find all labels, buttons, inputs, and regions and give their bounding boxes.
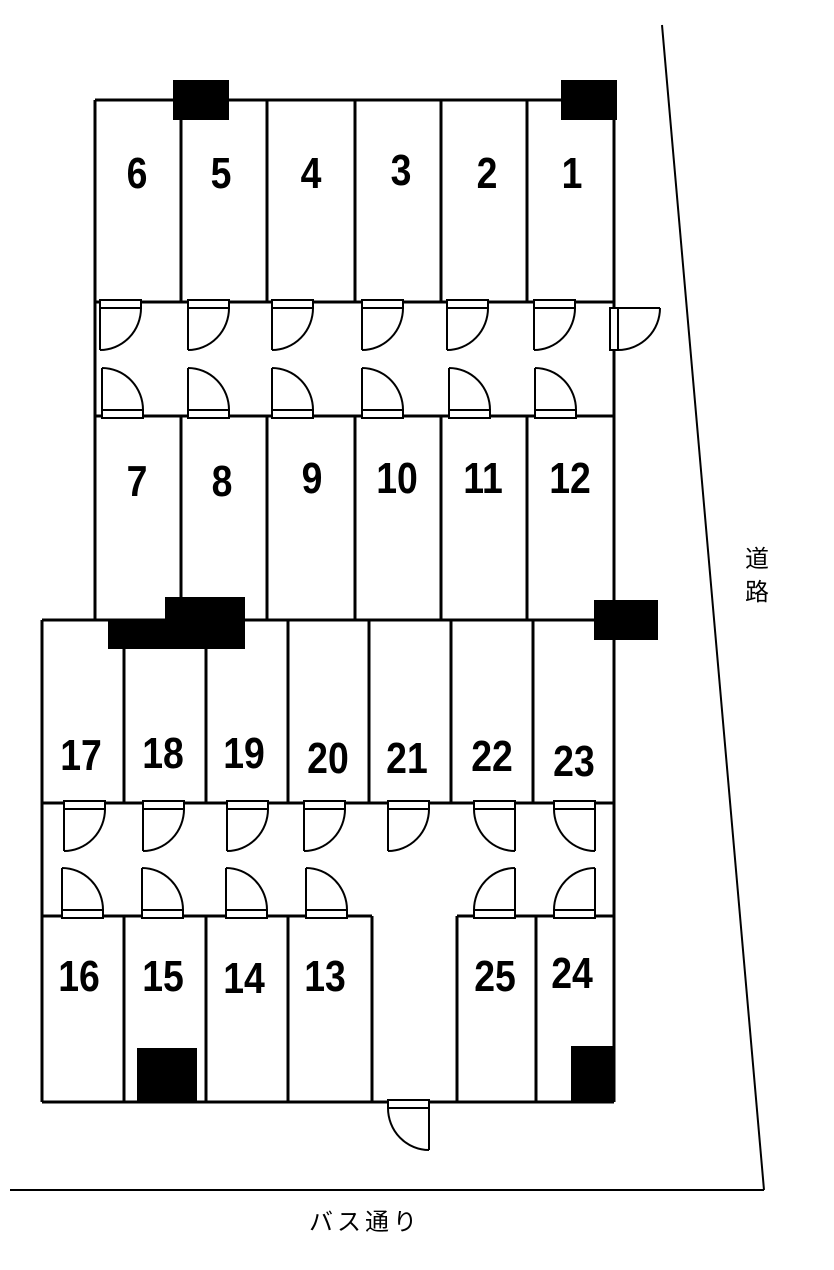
door-icon xyxy=(473,800,516,852)
pillar xyxy=(594,600,658,640)
unit-number-12: 12 xyxy=(549,453,591,503)
road-label-1: 道 xyxy=(745,545,769,573)
unit-number-3: 3 xyxy=(391,145,412,195)
door-icon xyxy=(361,367,404,419)
unit-number-20: 20 xyxy=(307,733,349,783)
unit-number-24: 24 xyxy=(551,948,593,998)
door-icon xyxy=(187,299,230,351)
street-labels: 道 路 バス通り xyxy=(309,545,769,1236)
unit-number-16: 16 xyxy=(58,951,100,1001)
pillar xyxy=(137,1048,197,1102)
door-icon xyxy=(61,867,104,919)
unit-number-19: 19 xyxy=(223,728,265,778)
unit-number-6: 6 xyxy=(127,148,148,198)
pillar xyxy=(561,80,617,120)
door-icon xyxy=(303,800,346,852)
door-icon xyxy=(361,299,404,351)
unit-number-5: 5 xyxy=(211,148,232,198)
door-icon xyxy=(609,307,661,351)
door-icon xyxy=(387,1099,430,1151)
unit-number-2: 2 xyxy=(477,148,498,198)
door-icon xyxy=(553,867,596,919)
unit-number-21: 21 xyxy=(386,733,428,783)
door-icon xyxy=(305,867,348,919)
unit-number-17: 17 xyxy=(60,730,102,780)
unit-number-8: 8 xyxy=(212,456,233,506)
door-icon xyxy=(226,800,269,852)
unit-number-25: 25 xyxy=(474,951,516,1001)
pillar xyxy=(173,80,229,120)
unit-number-7: 7 xyxy=(127,456,148,506)
unit-number-1: 1 xyxy=(562,148,583,198)
unit-number-13: 13 xyxy=(304,951,346,1001)
door-icon xyxy=(446,299,489,351)
doors xyxy=(61,299,661,1151)
door-icon xyxy=(473,867,516,919)
bus-street-label: バス通り xyxy=(309,1208,421,1236)
door-icon xyxy=(187,367,230,419)
door-icon xyxy=(448,367,491,419)
door-icon xyxy=(533,299,576,351)
unit-number-10: 10 xyxy=(376,453,418,503)
door-icon xyxy=(141,867,184,919)
road-edge-line xyxy=(661,24,765,1191)
door-icon xyxy=(387,800,430,852)
door-icon xyxy=(99,299,142,351)
door-icon xyxy=(553,800,596,852)
door-icon xyxy=(271,367,314,419)
door-icon xyxy=(63,800,106,852)
road-label-2: 路 xyxy=(745,578,769,606)
door-icon xyxy=(225,867,268,919)
unit-number-14: 14 xyxy=(223,953,265,1003)
door-icon xyxy=(101,367,144,419)
unit-number-9: 9 xyxy=(302,453,323,503)
door-icon xyxy=(142,800,185,852)
unit-number-23: 23 xyxy=(553,736,595,786)
unit-number-18: 18 xyxy=(142,728,184,778)
pillar xyxy=(108,620,245,649)
door-icon xyxy=(271,299,314,351)
unit-number-4: 4 xyxy=(301,148,322,198)
pillars xyxy=(108,80,658,1102)
pillar xyxy=(571,1046,614,1102)
unit-number-22: 22 xyxy=(471,731,513,781)
unit-number-15: 15 xyxy=(142,951,184,1001)
unit-number-11: 11 xyxy=(463,453,503,503)
door-icon xyxy=(534,367,577,419)
